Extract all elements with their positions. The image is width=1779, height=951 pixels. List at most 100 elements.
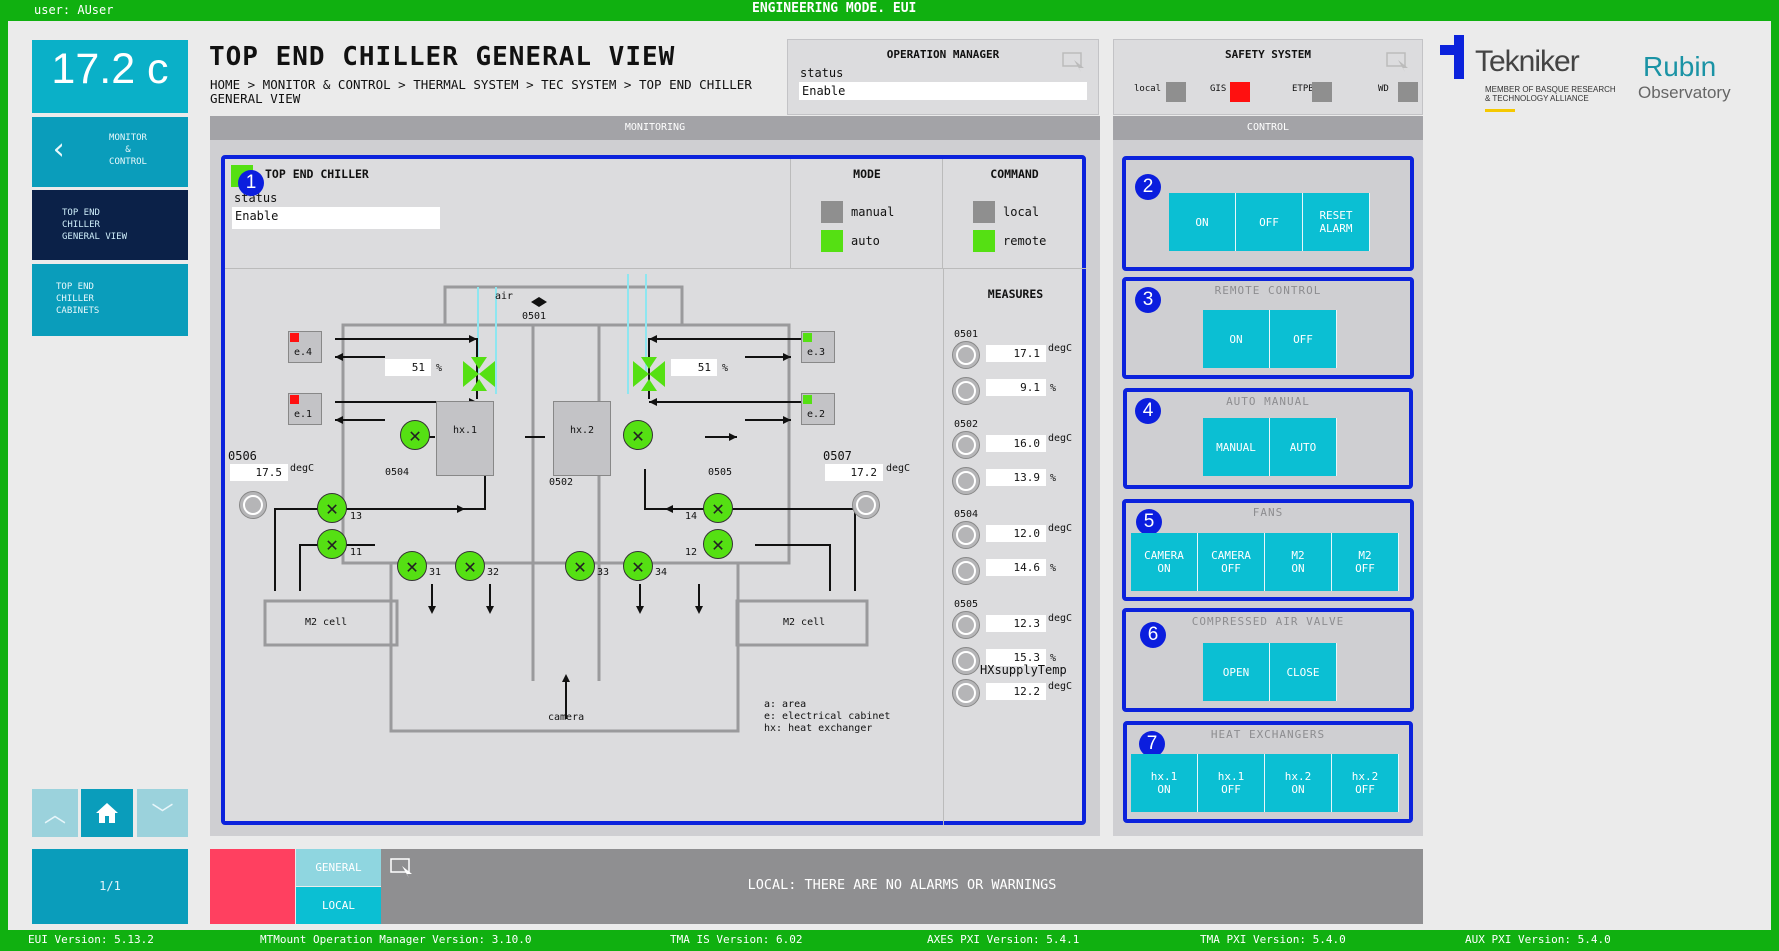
measure-humidity-value: 14.6 (986, 559, 1046, 576)
monitoring-header: MONITORING (210, 116, 1100, 140)
measure-temp-value: 12.0 (986, 525, 1046, 542)
gauge-icon (952, 341, 980, 369)
alarm-indicator (210, 849, 295, 924)
mode-label: ENGINEERING MODE. EUI (752, 1, 917, 16)
safety-led-3 (1398, 82, 1418, 102)
measure-humidity-value: 9.1 (986, 379, 1046, 396)
tekniker-logo-icon (1440, 35, 1464, 79)
back-button[interactable]: ‹ MONITOR & CONTROL (32, 117, 188, 187)
gauge-icon (952, 557, 980, 585)
valve-icon (633, 357, 665, 391)
gauge-icon (239, 491, 267, 519)
hx1-on-button[interactable]: hx.1 ON (1131, 754, 1198, 812)
safety-label-0: local (1134, 84, 1162, 94)
measure-temp-value: 16.0 (986, 435, 1046, 452)
chevron-left-icon: ‹ (50, 132, 69, 167)
fan-icon (703, 493, 733, 523)
tekniker-logo-text: Tekniker (1475, 45, 1580, 78)
camera-on-button[interactable]: CAMERA ON (1131, 533, 1198, 591)
hx1-off-button[interactable]: hx.1 OFF (1198, 754, 1265, 812)
user-label: user: AUser (34, 3, 114, 17)
control-header: CONTROL (1113, 116, 1423, 140)
auto-manual-box: AUTO MANUAL 4 MANUAL AUTO (1123, 388, 1413, 489)
measure-id: 0505 (954, 599, 979, 610)
area-0507-value: 17.2 (825, 464, 883, 481)
page-indicator: 1/1 (32, 849, 188, 924)
rubin-logo-text: Rubin (1643, 51, 1717, 82)
safety-label-2: ETPB (1292, 84, 1314, 94)
cursor-icon[interactable] (1386, 52, 1410, 72)
hx2-on-button[interactable]: hx.2 ON (1265, 754, 1332, 812)
cursor-icon[interactable] (390, 858, 416, 880)
measure-temp-value: 17.1 (986, 345, 1046, 362)
safety-label-3: WD (1378, 84, 1389, 94)
fan-icon (455, 551, 485, 581)
gauge-icon (952, 679, 980, 707)
valve-icon (463, 357, 495, 391)
close-valve-button[interactable]: CLOSE (1270, 643, 1337, 701)
fan-icon (317, 493, 347, 523)
cabinet-e3[interactable]: e.3 (801, 331, 835, 363)
control-panel: CONTROL 2 ON OFF RESET ALARM REMOTE CONT… (1113, 116, 1423, 836)
gauge-icon (952, 521, 980, 549)
gauge-icon (952, 467, 980, 495)
tab-local[interactable]: LOCAL (296, 887, 381, 924)
camera-off-button[interactable]: CAMERA OFF (1198, 533, 1265, 591)
cursor-icon[interactable] (1062, 52, 1086, 72)
fan-icon (565, 551, 595, 581)
measure-humidity-value: 15.3 (986, 649, 1046, 666)
chevron-up-icon[interactable]: ︿ (32, 789, 78, 837)
alarm-message: LOCAL: THERE ARE NO ALARMS OR WARNINGS (747, 877, 1057, 893)
compressed-air-box: COMPRESSED AIR VALVE 6 OPEN CLOSE (1122, 608, 1414, 712)
heat-exchangers-box: HEAT EXCHANGERS 7 hx.1 ON hx.1 OFF hx.2 … (1123, 721, 1413, 823)
reset-alarm-button[interactable]: RESET ALARM (1303, 193, 1370, 251)
gauge-icon (952, 611, 980, 639)
gauge-icon (952, 647, 980, 675)
auto-button[interactable]: AUTO (1270, 418, 1337, 476)
page-title: TOP END CHILLER GENERAL VIEW (209, 42, 676, 72)
operation-manager-panel: OPERATION MANAGER status Enable (787, 39, 1099, 115)
fan-icon (623, 420, 653, 450)
hx2-off-button[interactable]: hx.2 OFF (1332, 754, 1399, 812)
mode-manual-led (821, 201, 843, 223)
fan-icon (317, 529, 347, 559)
safety-label-1: GIS (1210, 84, 1227, 94)
logo-area: Tekniker MEMBER OF BASQUE RESEARCH & TEC… (1440, 35, 1760, 115)
heat-exchanger-hx2[interactable]: hx.2 (553, 401, 611, 476)
cabinet-e1[interactable]: e.1 (288, 393, 322, 425)
m2-on-button[interactable]: M2 ON (1265, 533, 1332, 591)
gauge-icon (952, 431, 980, 459)
measure-id: 0504 (954, 509, 979, 520)
fan-icon (703, 529, 733, 559)
monitoring-panel: MONITORING TOP END CHILLER status Enable… (210, 116, 1100, 836)
fan-icon (400, 420, 430, 450)
version-bar: EUI Version: 5.13.2 MTMount Operation Ma… (0, 930, 1779, 951)
cabinet-e2[interactable]: e.2 (801, 393, 835, 425)
open-valve-button[interactable]: OPEN (1203, 643, 1270, 701)
remote-off-button[interactable]: OFF (1270, 310, 1337, 368)
power-box: 2 ON OFF RESET ALARM (1122, 156, 1414, 271)
home-button[interactable] (81, 789, 133, 837)
remote-control-box: REMOTE CONTROL 3 ON OFF (1122, 277, 1414, 379)
command-local-led (973, 201, 995, 223)
gauge-icon (852, 491, 880, 519)
chiller-status-field: Enable (232, 207, 440, 229)
chevron-down-icon[interactable]: ﹀ (137, 789, 188, 837)
nav-item-general-view[interactable]: TOP END CHILLER GENERAL VIEW (32, 190, 188, 260)
cabinet-e4[interactable]: e.4 (288, 331, 322, 363)
chiller-title: TOP END CHILLER (265, 167, 369, 181)
tab-general[interactable]: GENERAL (296, 849, 381, 886)
manual-button[interactable]: MANUAL (1203, 418, 1270, 476)
off-button[interactable]: OFF (1236, 193, 1303, 251)
back-label: MONITOR & CONTROL (109, 133, 147, 167)
nav-item-cabinets[interactable]: TOP END CHILLER CABINETS (32, 264, 188, 336)
remote-on-button[interactable]: ON (1203, 310, 1270, 368)
top-bar: user: AUser ENGINEERING MODE. EUI (0, 0, 1779, 21)
measure-id: 0502 (954, 419, 979, 430)
marker-1: 1 (238, 170, 264, 196)
heat-exchanger-hx1[interactable]: hx.1 (436, 401, 494, 476)
home-icon (96, 803, 118, 823)
on-button[interactable]: ON (1169, 193, 1236, 251)
m2-off-button[interactable]: M2 OFF (1332, 533, 1399, 591)
